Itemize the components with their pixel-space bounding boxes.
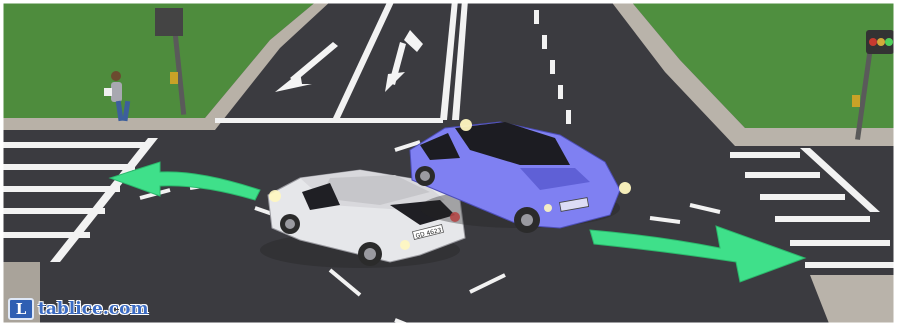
stop-line-top [215,118,443,123]
watermark-letter-box: L [8,298,34,320]
watermark-text: tablice.com [38,299,148,319]
watermark-logo: L tablice.com [8,297,148,321]
